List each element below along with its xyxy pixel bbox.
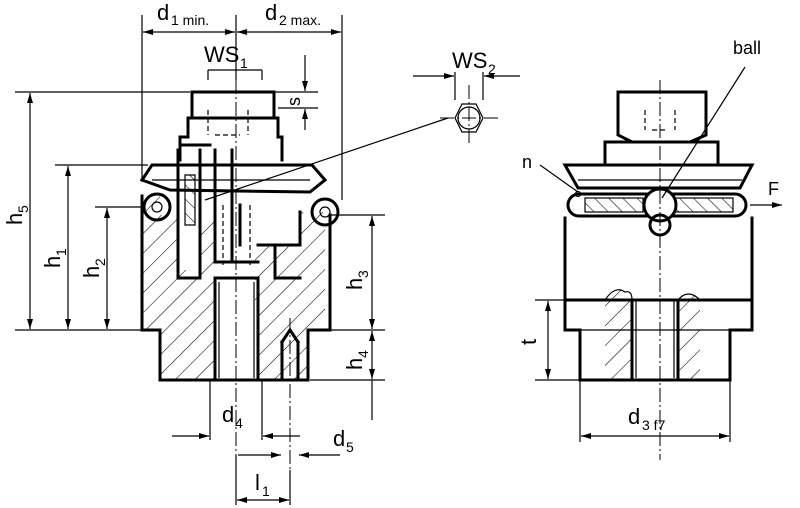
label-h3-sub: 3 xyxy=(355,270,371,278)
label-h3-main: h xyxy=(342,278,367,290)
hex-detail xyxy=(413,72,520,145)
label-F: F xyxy=(768,179,779,199)
label-l1-main: l xyxy=(255,470,260,495)
label-h2: h 2 xyxy=(79,258,108,278)
label-h1-main: h xyxy=(40,256,65,268)
label-d3-main: d xyxy=(628,404,640,429)
label-h5: h 5 xyxy=(2,205,31,225)
label-h5-main: h xyxy=(2,213,27,225)
label-ws1-main: WS xyxy=(204,42,239,67)
label-h4: h 4 xyxy=(342,350,371,370)
label-h4-sub: 4 xyxy=(355,350,371,358)
label-h2-sub: 2 xyxy=(92,258,108,266)
label-d5-sub: 5 xyxy=(346,439,354,455)
label-l1-sub: 1 xyxy=(262,483,270,499)
left-dimensions xyxy=(15,15,385,505)
label-h5-sub: 5 xyxy=(15,205,31,213)
label-h1-sub: 1 xyxy=(53,248,69,256)
label-h1: h 1 xyxy=(40,248,69,268)
leader-line xyxy=(204,117,449,201)
label-h4-main: h xyxy=(342,358,367,370)
label-d5-main: d xyxy=(333,426,345,451)
label-d2-sub: 2 max. xyxy=(279,12,321,28)
label-d1-main: d xyxy=(157,0,169,25)
left-section-view xyxy=(139,80,340,470)
label-h2-main: h xyxy=(79,266,104,278)
label-ws2-sub: 2 xyxy=(488,61,496,77)
label-d2-main: d xyxy=(265,0,277,25)
right-view xyxy=(562,80,755,460)
label-d3-sub: 3 f7 xyxy=(642,417,666,433)
label-d4-sub: 4 xyxy=(235,415,243,431)
label-ws2-main: WS xyxy=(452,48,487,73)
label-s: s xyxy=(284,97,304,106)
label-d4-main: d xyxy=(222,402,234,427)
label-h3: h 3 xyxy=(342,270,371,290)
label-t: t xyxy=(516,339,541,345)
label-n: n xyxy=(522,152,532,172)
label-ball: ball xyxy=(733,38,761,58)
label-d1-sub: 1 min. xyxy=(171,12,209,28)
right-dimensions xyxy=(535,66,782,442)
label-ws1-sub: 1 xyxy=(240,55,248,71)
